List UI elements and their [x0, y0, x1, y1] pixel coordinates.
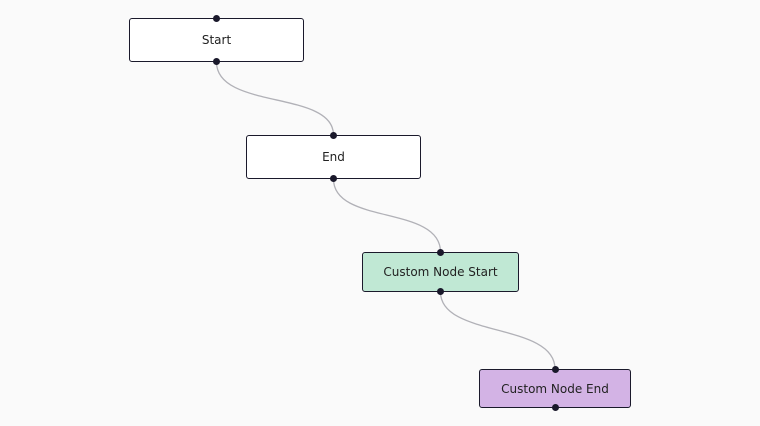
node-custom-end-target-handle[interactable]: [551, 366, 559, 373]
edge-start-end[interactable]: [215, 61, 335, 136]
node-end-source-handle[interactable]: [330, 175, 337, 182]
node-custom-end-label: Custom Node End: [501, 381, 609, 396]
node-custom-end[interactable]: Custom Node End: [479, 366, 631, 411]
node-custom-start-label: Custom Node Start: [383, 265, 498, 279]
node-custom-start-target-handle[interactable]: [437, 249, 444, 256]
node-start-source-handle[interactable]: [213, 58, 220, 65]
edge-end-custom-start[interactable]: [332, 178, 442, 253]
node-start[interactable]: Start: [129, 15, 304, 65]
node-custom-start[interactable]: Custom Node Start: [362, 249, 519, 295]
node-end[interactable]: End: [246, 132, 421, 182]
node-custom-end-source-handle[interactable]: [551, 404, 559, 411]
node-end-target-handle[interactable]: [330, 132, 337, 139]
node-custom-start-source-handle[interactable]: [437, 288, 444, 295]
node-start-label: Start: [201, 33, 232, 47]
node-start-target-handle[interactable]: [213, 15, 220, 22]
edge-custom-start-custom-end[interactable]: [439, 291, 556, 370]
node-end-label: End: [322, 150, 345, 164]
